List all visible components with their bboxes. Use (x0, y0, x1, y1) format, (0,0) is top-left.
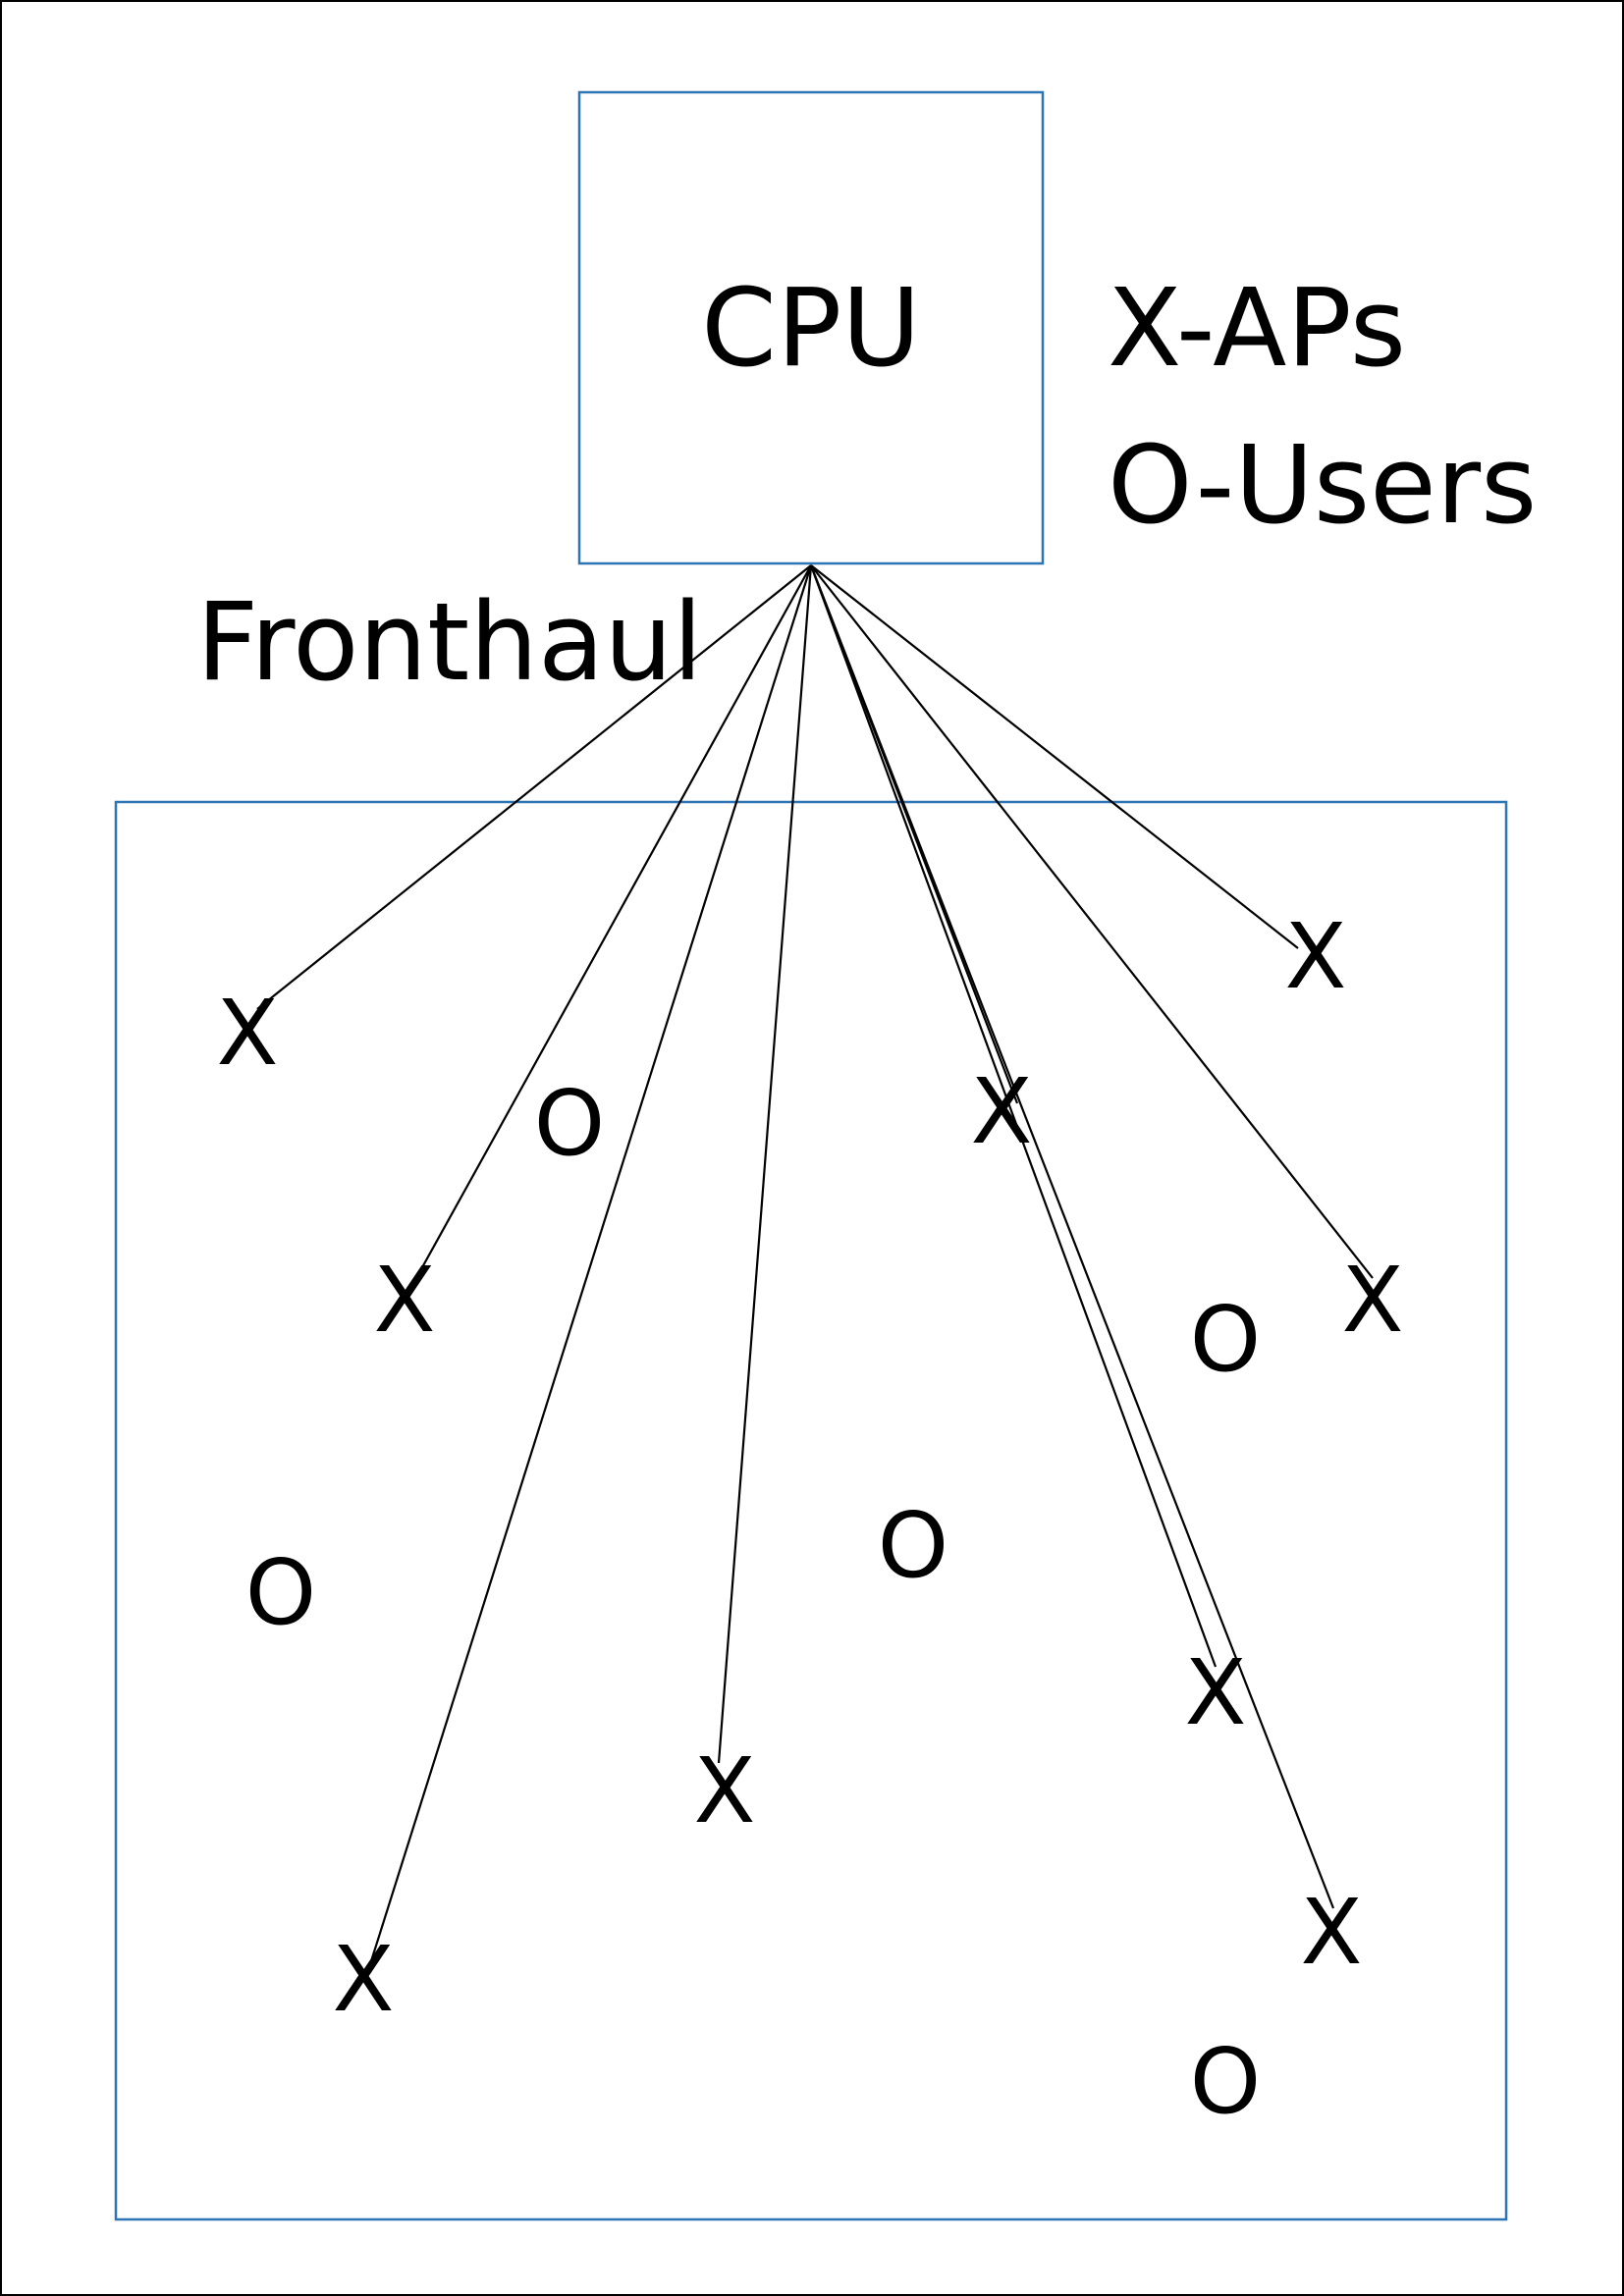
user: O (245, 1540, 316, 1645)
access-point: X (1184, 1640, 1246, 1745)
cpu-label: CPU (701, 265, 921, 391)
access-point: X (1300, 1880, 1362, 1985)
legend-ap-label: X-APs (1108, 265, 1406, 391)
fronthaul-link (717, 564, 813, 1764)
fronthaul-link (809, 564, 1335, 1909)
fronthaul-link (809, 564, 1218, 1668)
access-point: X (332, 1927, 394, 2032)
fronthaul-link (810, 564, 1299, 949)
access-point: X (373, 1248, 435, 1353)
user: O (878, 1493, 948, 1598)
fronthaul-link (810, 564, 1374, 1279)
user: O (534, 1071, 605, 1176)
fronthaul-link (415, 564, 812, 1279)
fronthaul-link (369, 564, 813, 1962)
user: O (1190, 2029, 1261, 2134)
access-point: X (693, 1738, 755, 1843)
fronthaul-links (256, 564, 1374, 1962)
fronthaul-label: Fronthaul (196, 579, 703, 705)
user: O (1190, 1287, 1261, 1392)
access-point: X (216, 981, 278, 1086)
cpu-box (577, 90, 1045, 565)
access-point: X (1341, 1248, 1403, 1353)
access-point: X (1284, 904, 1346, 1009)
legend-user-label: O-Users (1108, 422, 1537, 548)
access-point: X (970, 1059, 1032, 1164)
fronthaul-link (256, 564, 812, 1010)
coverage-area-box (114, 800, 1508, 2221)
